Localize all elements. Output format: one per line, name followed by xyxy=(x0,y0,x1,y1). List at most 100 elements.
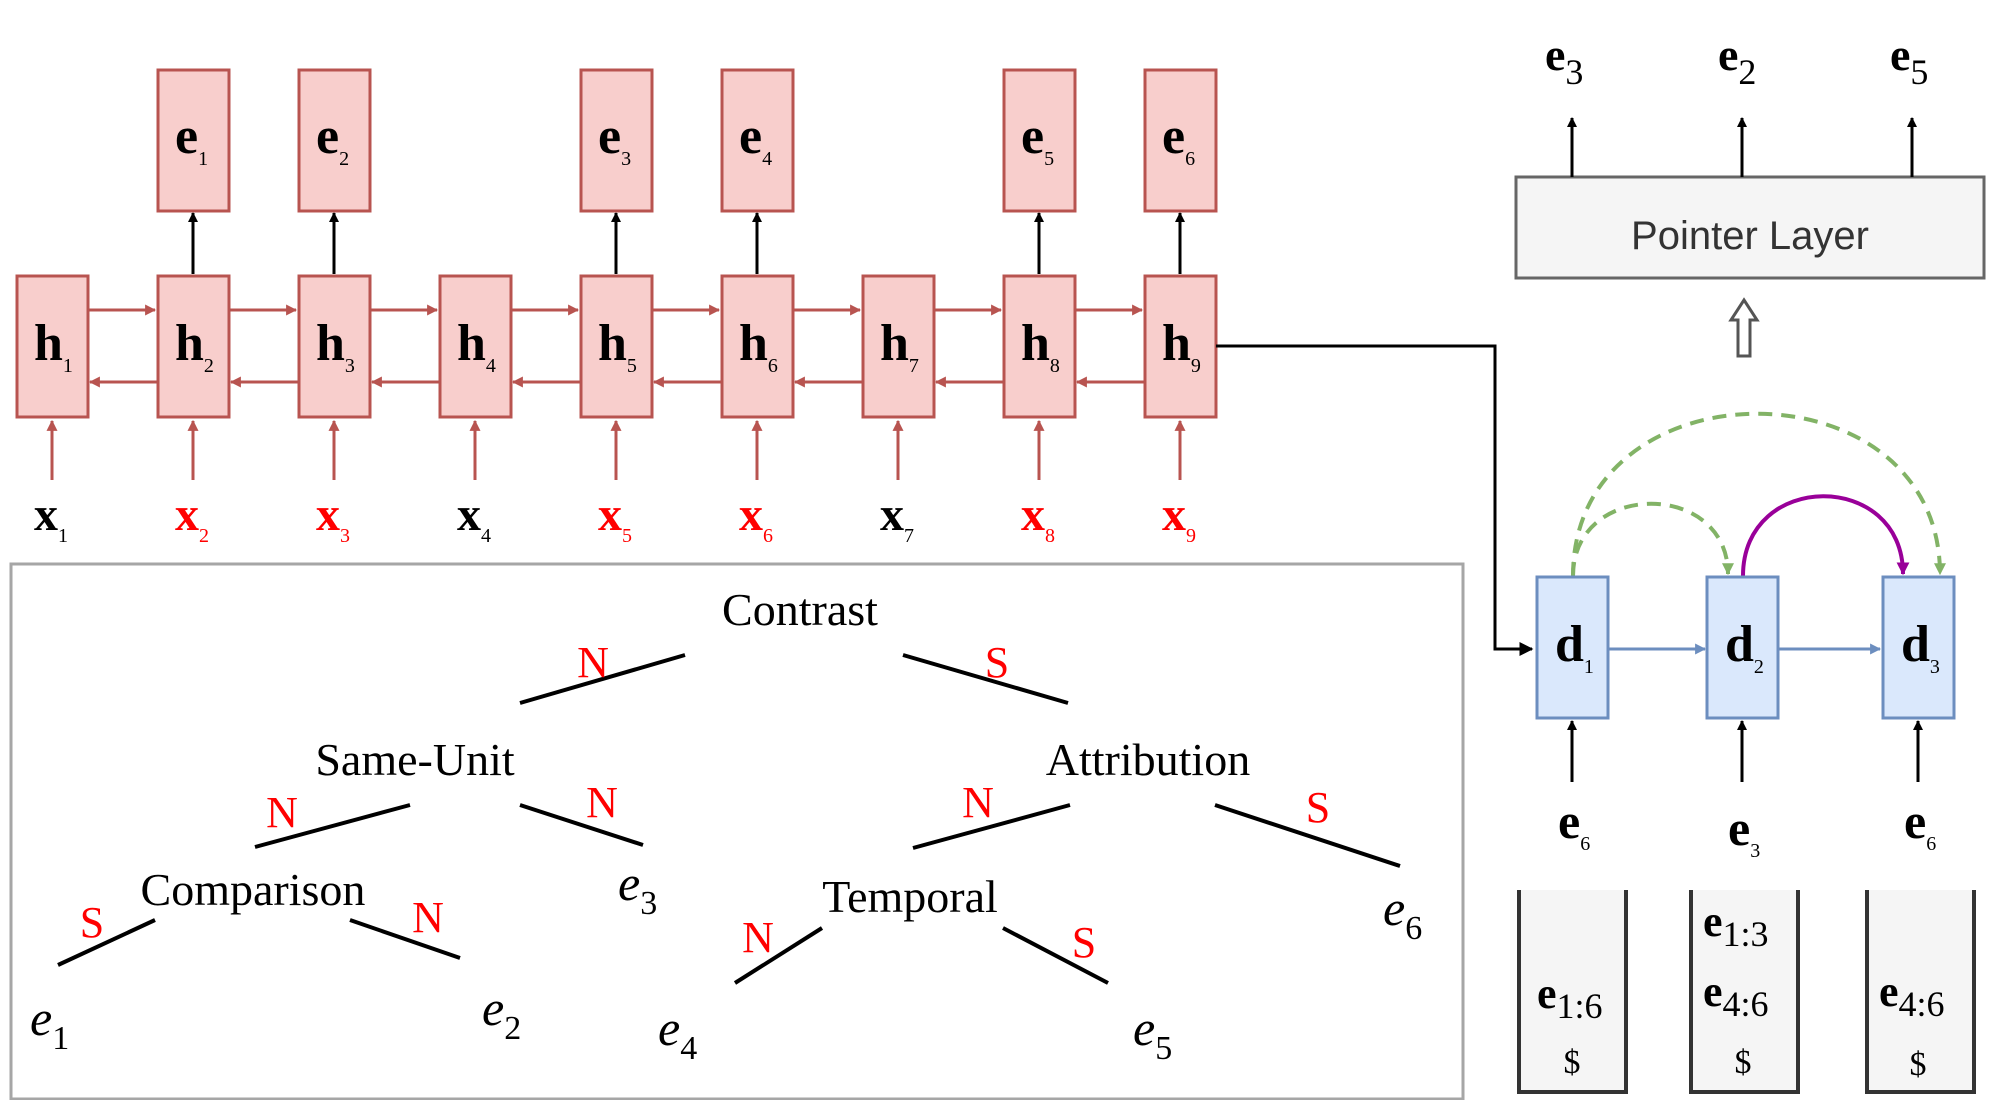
edge-label-sameunit-left: N xyxy=(266,788,298,837)
hidden-box-9 xyxy=(1143,274,1218,419)
pointer-output-2: e2 xyxy=(1718,29,1756,92)
stack-2 xyxy=(1689,890,1800,1094)
decoder-label-3: d3 xyxy=(1901,616,1940,678)
encoder-input-arrows xyxy=(46,419,1186,480)
pointer-network: Pointer Layer e3 e2 e5 xyxy=(1514,29,1986,358)
edu-box-4 xyxy=(720,68,795,213)
edu-box-3 xyxy=(579,68,654,213)
pointer-output-3: e5 xyxy=(1890,29,1928,92)
tree-edges xyxy=(57,653,1401,985)
decoder-input-2: e3 xyxy=(1728,800,1760,862)
input-label-4: x4 xyxy=(457,488,491,547)
decoder-label-2: d2 xyxy=(1725,616,1764,678)
leaf-e3: e3 xyxy=(618,855,657,922)
encoder: h1 h2 h3 h4 h5 h6 h7 h8 h9 e1 e2 e3 e4 e… xyxy=(15,68,1218,547)
edge-label-contrast-left: N xyxy=(577,638,609,687)
edge-temporal-e4 xyxy=(733,926,824,985)
hidden-labels: h1 h2 h3 h4 h5 h6 h7 h8 h9 xyxy=(34,315,1201,377)
edge-label-temporal-left: N xyxy=(742,913,774,962)
decoder-input-3: e6 xyxy=(1904,793,1936,855)
edge-label-contrast-right: S xyxy=(985,638,1009,687)
edu-boxes xyxy=(156,68,1218,213)
edge-attribution-temporal xyxy=(912,803,1071,850)
hidden-box-1 xyxy=(15,274,90,419)
hidden-label-8: h8 xyxy=(1021,315,1060,377)
decoder-box-3 xyxy=(1881,575,1956,720)
hidden-box-6 xyxy=(720,274,795,419)
stack-1-bottom: $ xyxy=(1564,1044,1581,1081)
edu-box-5 xyxy=(1002,68,1077,213)
edge-comparison-e1 xyxy=(57,918,156,967)
hidden-box-2 xyxy=(156,274,231,419)
hidden-box-5 xyxy=(579,274,654,419)
input-label-8: x8 xyxy=(1021,488,1055,547)
edu-label-2: e2 xyxy=(316,108,349,170)
decoder: d1 d2 d3 e6 e3 e6 xyxy=(1535,411,1956,862)
input-label-3: x3 xyxy=(316,488,350,547)
pointer-output-arrows xyxy=(1567,117,1917,177)
dashed-arc-d1-d2 xyxy=(1571,501,1734,577)
edu-label-3: e3 xyxy=(598,108,631,170)
input-label-1: x1 xyxy=(34,488,68,547)
edge-comparison-e2 xyxy=(349,918,461,960)
edge-label-comparison-right: N xyxy=(412,893,444,942)
input-labels: x1 x2 x3 x4 x5 x6 x7 x8 x9 xyxy=(34,488,1196,547)
hidden-box-4 xyxy=(438,274,513,419)
node-temporal: Temporal xyxy=(822,871,998,922)
edu-label-5: e5 xyxy=(1021,108,1054,170)
edu-label-1: e1 xyxy=(175,108,208,170)
edge-label-attribution-left: N xyxy=(962,778,994,827)
leaf-e2: e2 xyxy=(482,980,521,1047)
decoder-boxes xyxy=(1535,575,1956,720)
edu-labels: e1 e2 e3 e4 e5 e6 xyxy=(175,108,1195,170)
stack-2-item-2: e4:6 xyxy=(1703,967,1769,1024)
pointer-output-labels: e3 e2 e5 xyxy=(1545,29,1928,92)
input-label-2: x2 xyxy=(175,488,209,547)
input-label-6: x6 xyxy=(739,488,773,547)
leaf-e1: e1 xyxy=(30,990,69,1057)
pointer-output-1: e3 xyxy=(1545,29,1583,92)
stack-containers xyxy=(1517,890,1976,1094)
pointer-layer-box xyxy=(1514,175,1986,280)
edge-label-sameunit-right: N xyxy=(586,778,618,827)
hidden-label-4: h4 xyxy=(457,315,496,377)
decoder-input-labels: e6 e3 e6 xyxy=(1558,793,1936,862)
decoder-label-1: d1 xyxy=(1555,616,1594,678)
hidden-label-5: h5 xyxy=(598,315,637,377)
dashed-attention-arcs xyxy=(1571,411,1946,577)
stack-1 xyxy=(1517,890,1628,1094)
leaf-e4: e4 xyxy=(658,1000,697,1067)
leaf-e5: e5 xyxy=(1133,1000,1172,1067)
hidden-label-1: h1 xyxy=(34,315,73,377)
stack-3-item-1: e4:6 xyxy=(1879,967,1945,1024)
input-label-7: x7 xyxy=(880,488,914,547)
edge-label-comparison-left: S xyxy=(80,898,104,947)
encoder-recurrent-arrows xyxy=(88,304,1144,388)
hidden-label-9: h9 xyxy=(1162,315,1201,377)
edge-sameunit-comparison xyxy=(254,803,411,849)
stack-3-bottom: $ xyxy=(1910,1046,1927,1083)
tree-leaf-labels: e1 e2 e3 e4 e5 e6 xyxy=(30,855,1422,1067)
edge-label-attribution-right: S xyxy=(1306,783,1330,832)
hollow-up-arrow-icon xyxy=(1728,297,1760,358)
tree-edge-labels: N S N N N S S N N S xyxy=(80,638,1330,967)
leaf-e6: e6 xyxy=(1383,880,1422,947)
decoder-box-1 xyxy=(1535,575,1610,720)
hidden-boxes xyxy=(15,274,1218,419)
edu-label-4: e4 xyxy=(739,108,772,170)
node-contrast: Contrast xyxy=(722,584,878,635)
hidden-label-3: h3 xyxy=(316,315,355,377)
node-same-unit: Same-Unit xyxy=(315,734,515,785)
edge-contrast-attribution xyxy=(902,653,1069,705)
purple-arc-d2-d3 xyxy=(1741,494,1910,577)
edge-temporal-e5 xyxy=(1002,926,1109,985)
stack-1-item-1: e1:6 xyxy=(1537,969,1603,1026)
dashed-arc-d1-d3 xyxy=(1571,411,1946,577)
edge-sameunit-e3 xyxy=(519,803,644,847)
encoder-output-arrows xyxy=(188,212,1185,274)
tree-frame xyxy=(9,562,1465,1100)
edu-box-2 xyxy=(297,68,372,213)
edu-label-6: e6 xyxy=(1162,108,1195,170)
hidden-label-7: h7 xyxy=(880,315,919,377)
decoder-input-arrows xyxy=(1567,720,1923,782)
